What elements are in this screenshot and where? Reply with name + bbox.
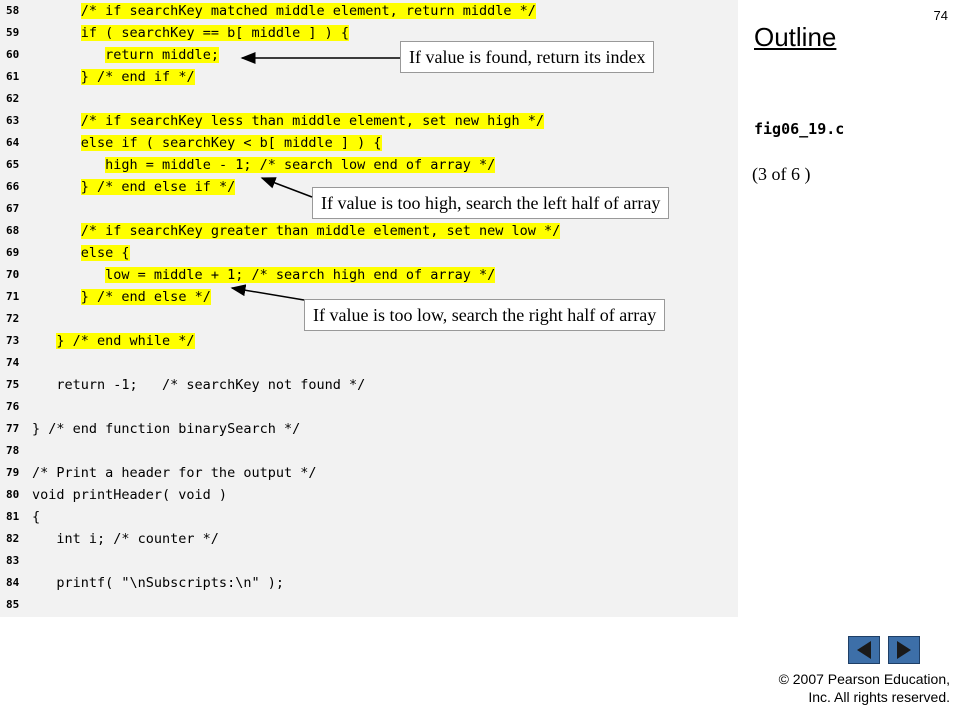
code-line: 75 return -1; /* searchKey not found */ — [0, 374, 738, 396]
line-number: 68 — [6, 224, 20, 237]
callout-too-high: If value is too high, search the left ha… — [312, 187, 670, 219]
code-line: 64 else if ( searchKey < b[ middle ] ) { — [0, 132, 738, 154]
page-number: 74 — [933, 8, 948, 23]
line-number: 83 — [6, 554, 20, 567]
code-line: 58 /* if searchKey matched middle elemen… — [0, 0, 738, 22]
line-number: 72 — [6, 312, 20, 325]
code-line: 80 void printHeader( void ) — [0, 484, 738, 506]
line-number: 79 — [6, 466, 20, 479]
code-line: 67 — [0, 198, 738, 220]
triangle-right-icon — [897, 641, 911, 659]
line-number: 64 — [6, 136, 20, 149]
code-line: 59 if ( searchKey == b[ middle ] ) { — [0, 22, 738, 44]
code-line: 70 low = middle + 1; /* search high end … — [0, 264, 738, 286]
line-number: 77 — [6, 422, 20, 435]
line-number: 63 — [6, 114, 20, 127]
code-text: return -1; /* searchKey not found */ — [32, 377, 366, 393]
code-text: low = middle + 1; /* search high end of … — [105, 267, 496, 283]
code-text: } /* end if */ — [80, 69, 195, 85]
code-text: } /* end function binarySearch */ — [32, 421, 301, 437]
code-text: else { — [80, 245, 130, 261]
line-number: 81 — [6, 510, 20, 523]
line-number: 58 — [6, 4, 20, 17]
code-line: 62 — [0, 88, 738, 110]
code-text: void printHeader( void ) — [32, 487, 228, 503]
callout-too-low: If value is too low, search the right ha… — [304, 299, 666, 331]
code-line: 84 printf( "\nSubscripts:\n" ); — [0, 572, 738, 594]
code-text: } /* end while */ — [56, 333, 195, 349]
line-number: 62 — [6, 92, 20, 105]
code-text: return middle; — [105, 47, 219, 63]
code-text: } /* end else if */ — [80, 179, 236, 195]
code-text: high = middle - 1; /* search low end of … — [105, 157, 496, 173]
outline-title: Outline — [754, 22, 837, 52]
line-number: 59 — [6, 26, 20, 39]
code-line: 72 — [0, 308, 738, 330]
next-slide-button[interactable] — [888, 636, 920, 664]
code-line: 66 } /* end else if */ — [0, 176, 738, 198]
figure-name: fig06_19.c — [754, 120, 845, 138]
code-line: 60 return middle; — [0, 44, 738, 66]
copyright-line-2: Inc. All rights reserved. — [808, 689, 950, 705]
line-number: 76 — [6, 400, 20, 413]
line-number: 70 — [6, 268, 20, 281]
code-line: 69 else { — [0, 242, 738, 264]
code-text: if ( searchKey == b[ middle ] ) { — [80, 25, 349, 41]
code-text: int i; /* counter */ — [32, 531, 219, 547]
code-line: 78 — [0, 440, 738, 462]
line-number: 61 — [6, 70, 20, 83]
line-number: 85 — [6, 598, 20, 611]
code-line: 74 — [0, 352, 738, 374]
line-number: 84 — [6, 576, 20, 589]
line-number: 75 — [6, 378, 20, 391]
line-number: 66 — [6, 180, 20, 193]
line-number: 80 — [6, 488, 20, 501]
line-number: 74 — [6, 356, 20, 369]
code-line: 68 /* if searchKey greater than middle e… — [0, 220, 738, 242]
code-text: /* if searchKey less than middle element… — [80, 113, 545, 129]
code-line: 61 } /* end if */ — [0, 66, 738, 88]
code-text: else if ( searchKey < b[ middle ] ) { — [80, 135, 382, 151]
line-number: 73 — [6, 334, 20, 347]
code-line: 71 } /* end else */ — [0, 286, 738, 308]
code-line: 76 — [0, 396, 738, 418]
code-text: } /* end else */ — [80, 289, 211, 305]
code-line: 63 /* if searchKey less than middle elem… — [0, 110, 738, 132]
line-number: 60 — [6, 48, 20, 61]
code-line: 65 high = middle - 1; /* search low end … — [0, 154, 738, 176]
code-text: /* Print a header for the output */ — [32, 465, 317, 481]
line-number: 78 — [6, 444, 20, 457]
code-line: 77 } /* end function binarySearch */ — [0, 418, 738, 440]
line-number: 69 — [6, 246, 20, 259]
triangle-left-icon — [857, 641, 871, 659]
code-text: /* if searchKey greater than middle elem… — [80, 223, 561, 239]
copyright-line-1: © 2007 Pearson Education, — [778, 671, 950, 687]
code-text: /* if searchKey matched middle element, … — [80, 3, 536, 19]
line-number: 82 — [6, 532, 20, 545]
code-line: 79 /* Print a header for the output */ — [0, 462, 738, 484]
part-label: (3 of 6 ) — [752, 164, 811, 184]
prev-slide-button[interactable] — [848, 636, 880, 664]
callout-found: If value is found, return its index — [400, 41, 655, 73]
code-line: 83 — [0, 550, 738, 572]
line-number: 71 — [6, 290, 20, 303]
line-number: 67 — [6, 202, 20, 215]
code-line: 82 int i; /* counter */ — [0, 528, 738, 550]
code-text: printf( "\nSubscripts:\n" ); — [32, 575, 284, 591]
line-number: 65 — [6, 158, 20, 171]
copyright-notice: © 2007 Pearson Education, Inc. All right… — [779, 670, 950, 706]
code-line: 81 { — [0, 506, 738, 528]
code-line: 85 — [0, 594, 738, 616]
code-text: { — [32, 509, 41, 525]
code-line: 73 } /* end while */ — [0, 330, 738, 352]
